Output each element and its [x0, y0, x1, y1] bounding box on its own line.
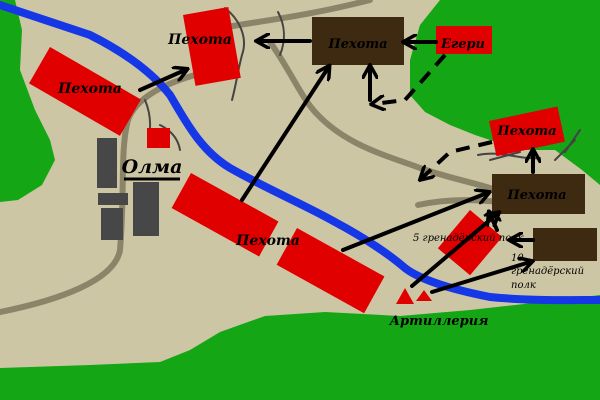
arrow-artillery-to-grenadier [430, 262, 530, 294]
road-olma-loop [0, 72, 198, 315]
russian-units [29, 7, 565, 314]
label-grenadier-10-line2: гренадёрский [511, 266, 584, 277]
label-infantry-right-red: Пехота [496, 124, 556, 139]
village-olma-buildings [97, 128, 170, 240]
river-kolocha [0, 1, 600, 305]
unit-french-infantry-right [492, 174, 585, 214]
arrow-artillery-to-french [410, 214, 497, 288]
unit-jaegers [436, 26, 492, 54]
label-french-infantry-top: Пехота [327, 37, 387, 52]
unit-french-infantry-top [312, 17, 404, 65]
label-jaegers: Егери [440, 37, 485, 52]
arrow-center-to-french [240, 68, 328, 202]
label-artillery: Артиллерия [388, 314, 488, 329]
french-units [312, 17, 597, 261]
label-grenadier-10-line3: полк [511, 280, 536, 291]
arrow-left-to-top-infantry [138, 70, 185, 92]
unit-infantry-right [488, 106, 565, 157]
road-east [267, 39, 498, 193]
label-infantry-right-brown: Пехота [506, 188, 566, 203]
label-grenadier-10-line1: 10 [511, 253, 524, 264]
label-grenadier-5: 5 гренадёрский полк [413, 233, 524, 244]
unit-infantry-left [29, 47, 141, 136]
unit-infantry-top-center [183, 7, 241, 86]
unit-artillery-1 [396, 288, 414, 304]
unit-infantry-center-2 [276, 228, 385, 314]
label-infantry-top-center: Пехота [167, 32, 232, 48]
arrow-jaegers-retreat [374, 53, 447, 104]
arrow-center-to-french-right [341, 193, 487, 252]
label-infantry-left: Пехота [57, 81, 122, 97]
forest-top-left [0, 0, 55, 202]
label-village-olma: Олма [122, 156, 183, 178]
unit-infantry-center-1 [171, 173, 279, 257]
unit-artillery-2 [416, 290, 432, 301]
forest-bottom [0, 295, 600, 400]
unit-french-grenadier-10 [533, 228, 597, 261]
retreat-arrows [374, 53, 493, 178]
label-infantry-center: Пехота [235, 233, 300, 249]
arrow-grenadier-5-to-french [490, 214, 497, 232]
